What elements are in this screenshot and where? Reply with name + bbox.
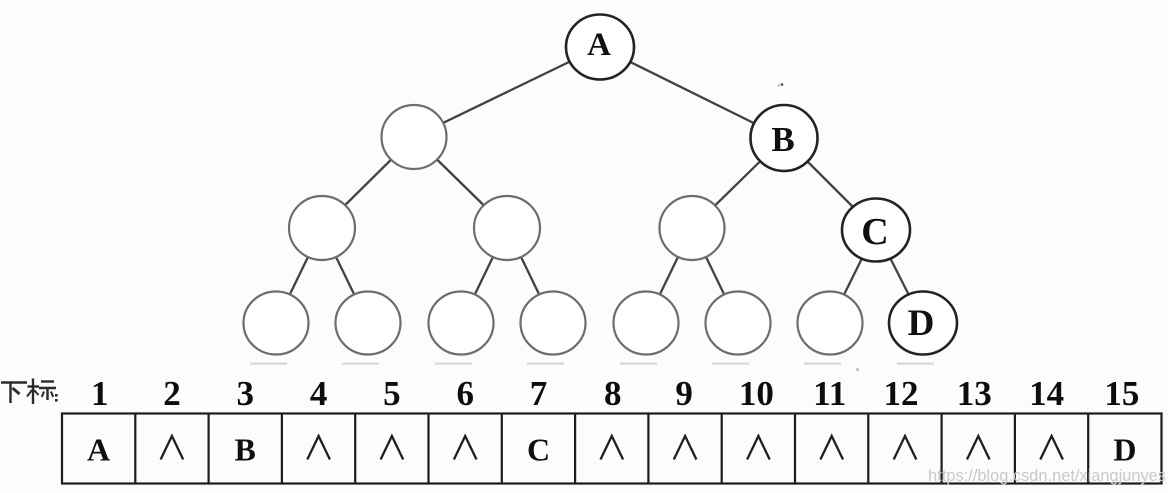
svg-text:8: 8 <box>604 374 622 413</box>
svg-text:B: B <box>235 432 256 468</box>
svg-text:7: 7 <box>530 374 548 413</box>
svg-text:A: A <box>87 432 110 468</box>
svg-text:9: 9 <box>675 374 693 413</box>
svg-text:https://blog.csdn.net/xiangjun: https://blog.csdn.net/xiangjunyes <box>928 467 1166 485</box>
svg-text:13: 13 <box>957 374 992 413</box>
svg-text:6: 6 <box>456 374 474 413</box>
svg-text:A: A <box>587 27 611 63</box>
svg-text:11: 11 <box>813 374 846 413</box>
svg-text:4: 4 <box>310 374 328 413</box>
svg-text:D: D <box>908 303 935 344</box>
svg-text:1: 1 <box>91 374 109 413</box>
svg-text:12: 12 <box>884 374 919 413</box>
svg-text:10: 10 <box>739 374 774 413</box>
svg-text:5: 5 <box>383 374 401 413</box>
svg-text:C: C <box>861 211 888 253</box>
svg-text:14: 14 <box>1029 374 1064 413</box>
svg-text:D: D <box>1113 432 1136 468</box>
svg-text:3: 3 <box>237 374 255 413</box>
svg-text:B: B <box>771 120 794 159</box>
svg-text:15: 15 <box>1104 374 1139 413</box>
svg-text:2: 2 <box>163 374 181 413</box>
svg-text:C: C <box>527 432 550 468</box>
